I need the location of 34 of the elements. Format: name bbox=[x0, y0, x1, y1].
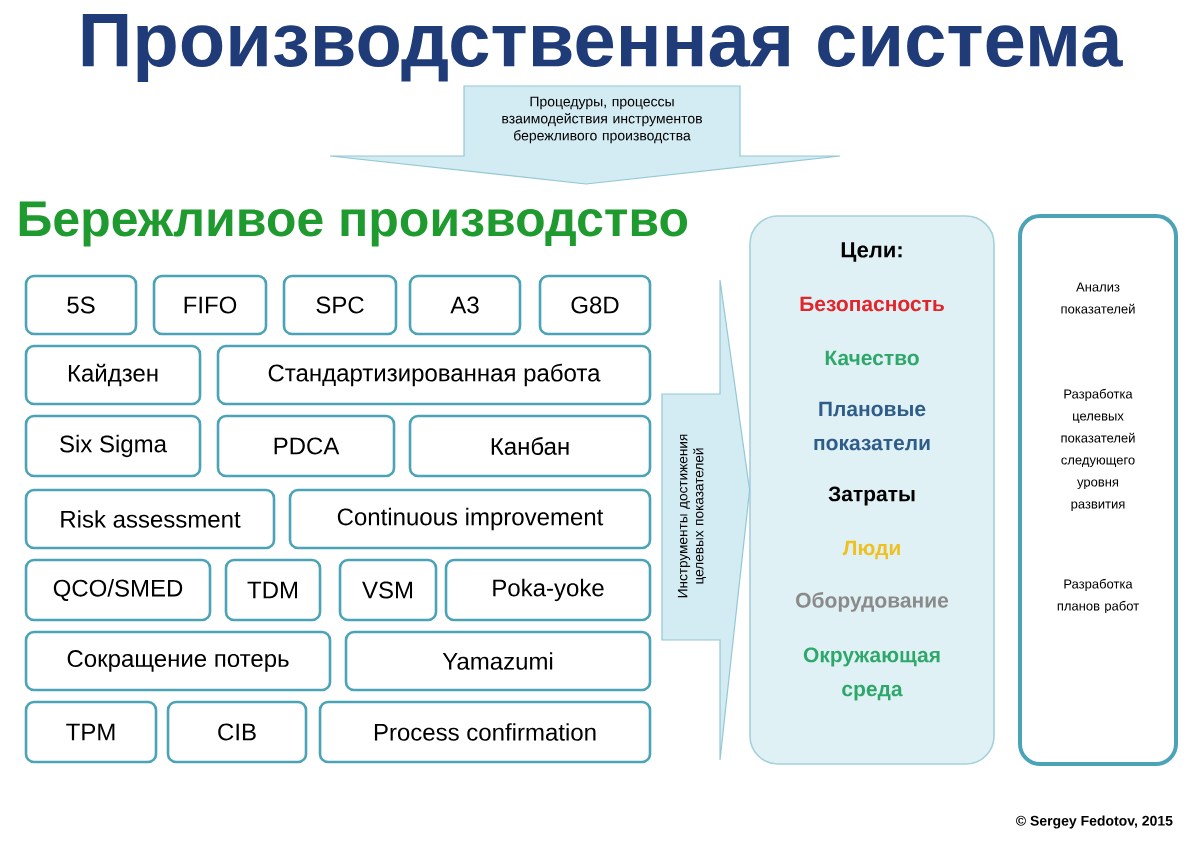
tool-box: PDCA bbox=[216, 414, 396, 478]
tool-box: QCO/SMED bbox=[24, 558, 212, 622]
goal-label: Затраты bbox=[828, 486, 915, 506]
tool-box: Risk assessment bbox=[24, 488, 276, 550]
goal-label: Оборудование bbox=[796, 592, 949, 612]
goals-panel bbox=[749, 215, 995, 765]
tool-box: CIB bbox=[166, 700, 308, 764]
tool-box: A3 bbox=[408, 274, 522, 336]
goal-label: Плановые показатели bbox=[814, 401, 930, 451]
goal-label: Безопасность bbox=[800, 296, 944, 312]
tool-box: FIFO bbox=[152, 274, 268, 336]
tool-box: Yamazumi bbox=[344, 630, 652, 692]
tool-box: Кайдзен bbox=[24, 344, 202, 406]
tool-box: Process confirmation bbox=[318, 700, 652, 764]
tool-box: Канбан bbox=[408, 414, 652, 478]
chevron-arrow bbox=[661, 279, 751, 761]
goal-label: Окружающая среда bbox=[803, 647, 940, 701]
tool-box: Сокращение потерь bbox=[24, 630, 332, 692]
goal-label: Цели: bbox=[841, 242, 902, 262]
heading: Бережливое производство bbox=[19, 201, 688, 247]
tool-box: TDM bbox=[224, 558, 322, 622]
tool-box: VSM bbox=[338, 558, 438, 622]
tool-box: 5S bbox=[24, 274, 138, 336]
tool-box: Continuous improvement bbox=[288, 488, 652, 550]
goal-label: Качество bbox=[825, 350, 919, 366]
steps-panel bbox=[1018, 214, 1178, 766]
goal-label: Люди bbox=[842, 540, 900, 560]
tool-box: G8D bbox=[538, 274, 652, 336]
title: Производственная система bbox=[82, 13, 1123, 83]
tool-box: SPC bbox=[282, 274, 398, 336]
tool-box: Стандартизированная работа bbox=[216, 344, 652, 406]
tool-box: Poka-yoke bbox=[444, 558, 652, 622]
tool-box: Six Sigma bbox=[24, 414, 202, 478]
tool-box: TPM bbox=[24, 700, 158, 764]
